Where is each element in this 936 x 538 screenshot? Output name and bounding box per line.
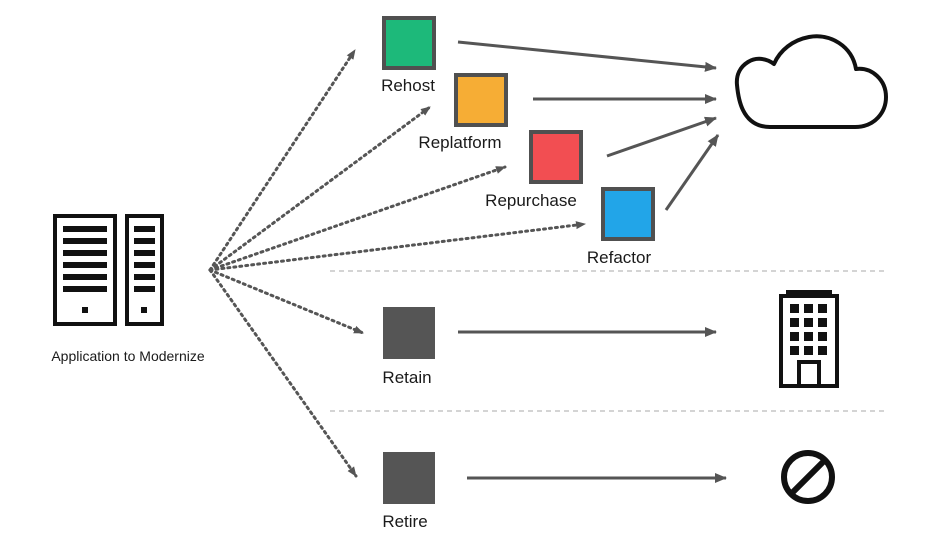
strategy-label-rehost: Rehost [381, 76, 435, 95]
arrow-rehost-cloud [457, 40, 717, 72]
arrow-repurchase-cloud [606, 116, 717, 158]
solid-arrows [457, 40, 727, 483]
repurchase-square [529, 130, 583, 184]
strategy-label-replatform: Replatform [418, 133, 502, 152]
strategy-label-retire: Retire [382, 512, 428, 531]
dotted-arrow-repurchase [208, 165, 507, 272]
dotted-arrow-replatform [208, 105, 432, 272]
building-icon [779, 290, 839, 388]
dotted-arrow-refactor [208, 221, 587, 272]
dotted-arrow-retire [208, 268, 358, 478]
retire-square [383, 452, 435, 504]
rehost-square [382, 16, 436, 70]
dotted-arrow-retain [208, 268, 365, 335]
source-label: Application to Modernize [51, 348, 205, 364]
prohibited-icon [781, 450, 835, 504]
dotted-arrows [208, 48, 587, 478]
refactor-square [601, 187, 655, 241]
strategy-label-repurchase: Repurchase [485, 191, 577, 210]
arrow-refactor-cloud [664, 134, 720, 211]
retain-square [383, 307, 435, 359]
strategy-label-refactor: Refactor [586, 248, 652, 267]
dotted-arrow-rehost [208, 48, 357, 272]
server-icon [53, 214, 164, 326]
strategy-label-retain: Retain [382, 368, 432, 387]
replatform-square [454, 73, 508, 127]
cloud-icon [734, 34, 888, 129]
